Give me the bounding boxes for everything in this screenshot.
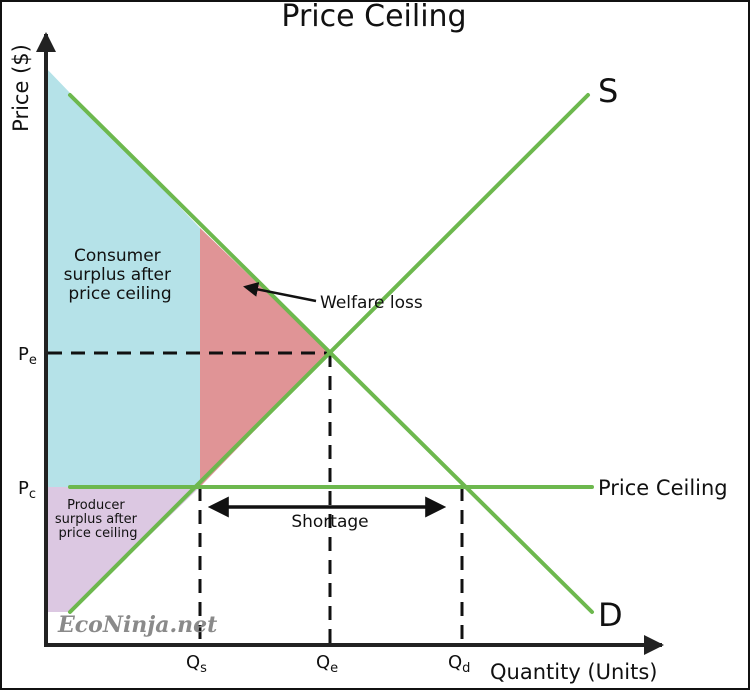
shortage-label: Shortage [291, 512, 368, 532]
price-ceiling-label: Price Ceiling [598, 476, 728, 500]
tick-pe-sub: e [29, 353, 37, 368]
tick-qd-main: Q [448, 652, 462, 673]
consumer-surplus-label: Consumer surplus after price ceiling [64, 246, 177, 304]
tick-qs-main: Q [186, 652, 200, 673]
tick-pc-sub: c [29, 487, 36, 502]
demand-label: D [598, 596, 623, 634]
tick-qd-sub: d [462, 661, 470, 676]
tick-qe-sub: e [330, 661, 338, 676]
econinja-watermark: EcoNinja.net [57, 612, 217, 638]
supply-curve [68, 93, 590, 614]
welfare-loss-label: Welfare loss [320, 293, 423, 313]
supply-label: S [598, 72, 618, 110]
tick-qs-sub: s [200, 661, 207, 676]
consumer-surplus-line-1: Consumer [74, 246, 161, 266]
tick-pe-main: P [18, 344, 29, 365]
tick-pc-main: P [18, 478, 29, 499]
producer-surplus-line-1: Producer [67, 498, 125, 513]
tick-qe-main: Q [316, 652, 330, 673]
consumer-surplus-line-3: price ceiling [68, 284, 171, 304]
producer-surplus-line-3: price ceiling [59, 526, 138, 541]
x-axis-label: Quantity (Units) [490, 660, 658, 684]
welfare-loss-pointer-arrow [243, 281, 317, 303]
y-axis-label: Price ($) [9, 44, 33, 132]
consumer-surplus-line-2: surplus after [64, 265, 171, 285]
welfare-loss-area [200, 228, 330, 487]
tick-qe: Qe [316, 652, 338, 676]
producer-surplus-line-2: surplus after [55, 512, 138, 527]
producer-surplus-label: Producer surplus after price ceiling [55, 498, 141, 541]
tick-qd: Qd [448, 652, 470, 676]
consumer-surplus-area [46, 68, 200, 487]
tick-pc: Pc [18, 478, 36, 502]
tick-qs: Qs [186, 652, 207, 676]
chart-title: Price Ceiling [281, 0, 466, 34]
tick-pe: Pe [18, 344, 37, 368]
